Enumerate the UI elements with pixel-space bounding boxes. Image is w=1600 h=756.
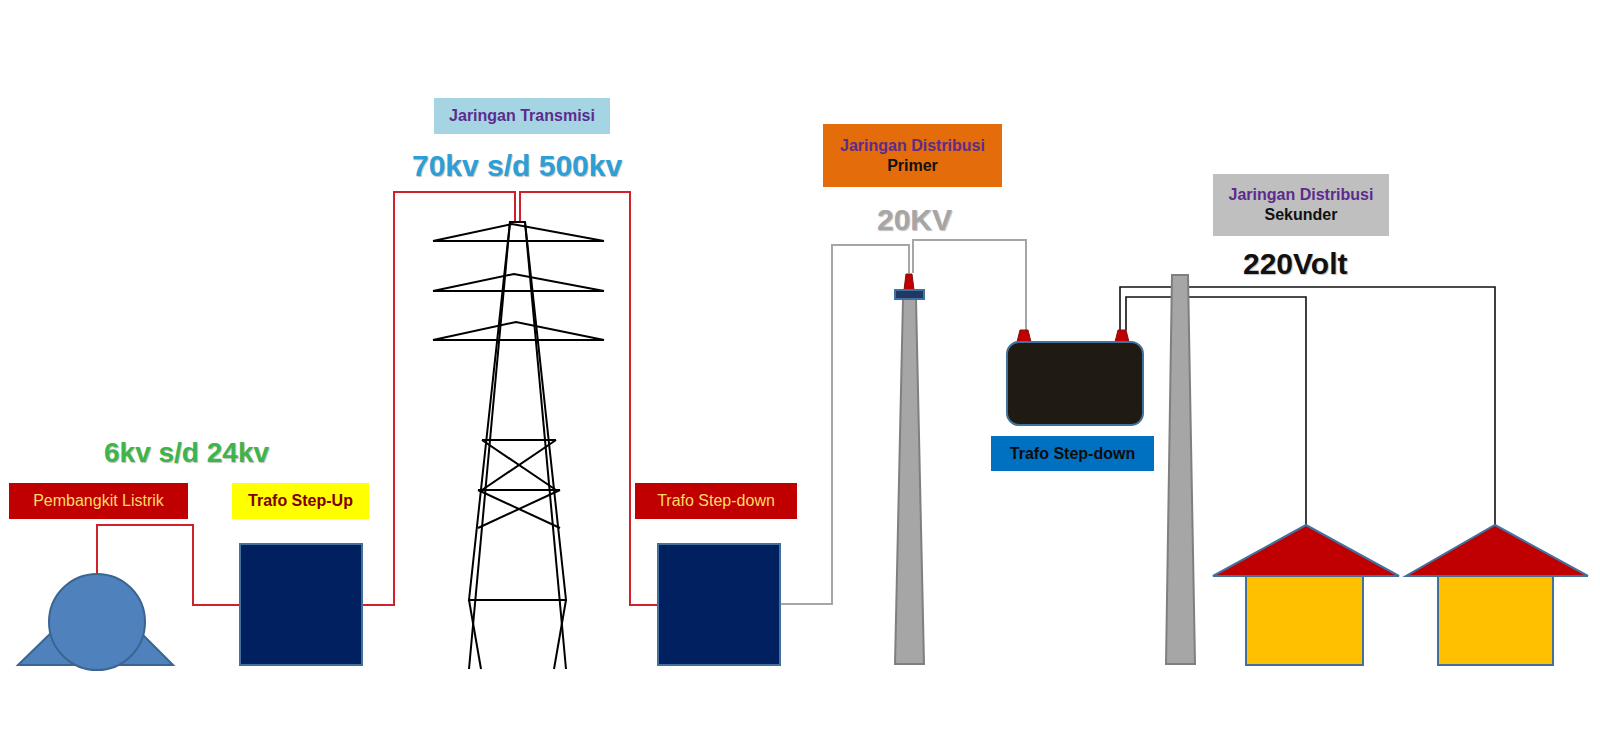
box-title: Jaringan Transmisi	[449, 106, 595, 126]
distribution-pole	[895, 274, 924, 664]
box-subtitle: Sekunder	[1265, 205, 1338, 225]
box-title: Jaringan Distribusi	[840, 136, 985, 156]
transmission-tower	[433, 222, 604, 669]
house	[1406, 525, 1588, 665]
box-title: Trafo Step-Up	[248, 491, 353, 511]
label-box: Pembangkit Listrik	[9, 483, 188, 519]
label-box: Trafo Step-down	[635, 483, 797, 519]
box-title: Trafo Step-down	[1010, 444, 1135, 464]
wire	[362, 192, 515, 605]
label-box: Jaringan DistribusiSekunder	[1213, 174, 1389, 236]
box-title: Pembangkit Listrik	[33, 491, 164, 511]
transformer-symbol	[240, 544, 362, 665]
voltage-label: 70kv s/d 500kv	[412, 149, 622, 182]
distribution-pole	[1166, 275, 1195, 664]
generator-symbol	[18, 574, 173, 670]
voltage-label: 220Volt	[1243, 247, 1348, 280]
label-box: Trafo Step-down	[991, 436, 1154, 471]
wire	[780, 245, 909, 604]
box-title: Jaringan Distribusi	[1229, 185, 1374, 205]
wire	[1126, 297, 1306, 526]
wire	[913, 240, 1026, 330]
transformer-symbol	[658, 544, 780, 665]
voltage-label: 6kv s/d 24kv	[104, 438, 269, 469]
pole-transformer	[1007, 330, 1143, 425]
box-subtitle: Primer	[887, 156, 938, 176]
hv-wires	[97, 192, 658, 605]
label-box: Jaringan DistribusiPrimer	[823, 124, 1002, 187]
label-box: Jaringan Transmisi	[434, 98, 610, 134]
voltage-label: 20KV	[877, 203, 952, 236]
box-title: Trafo Step-down	[657, 491, 775, 511]
label-box: Trafo Step-Up	[232, 483, 369, 519]
house	[1213, 525, 1399, 665]
